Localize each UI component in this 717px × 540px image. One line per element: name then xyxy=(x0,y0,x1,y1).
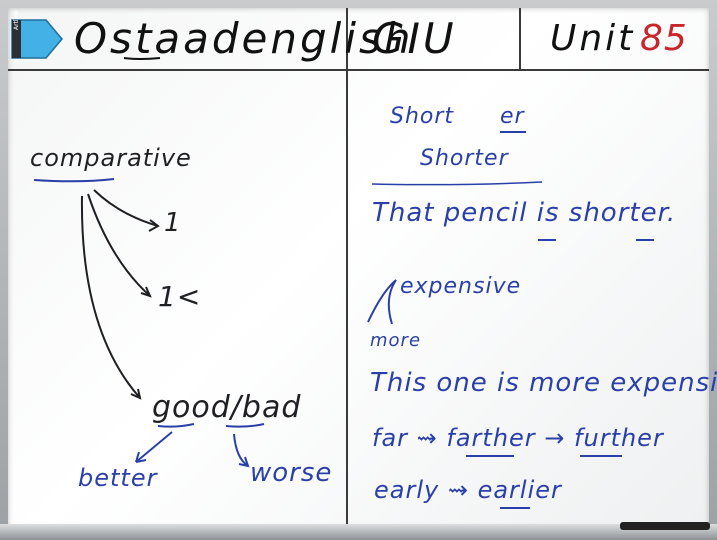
unit-label: Unit xyxy=(550,18,636,59)
irregular-good-bad: good/bad xyxy=(152,390,302,425)
brand-title: Ostaadenglish xyxy=(74,14,414,63)
marker-tray xyxy=(0,524,717,540)
eraser: Artline xyxy=(10,10,64,60)
early-comparison-line: early ⇝ earlier xyxy=(374,476,562,504)
header-divider xyxy=(8,69,709,71)
branch-more-syllables: 1< xyxy=(158,280,202,313)
rule-suffix-er: er xyxy=(500,104,525,129)
eraser-icon xyxy=(11,19,63,59)
word-expensive: expensive xyxy=(400,274,522,299)
rule-short: Short xyxy=(390,104,455,129)
far-comparison-line: far ⇝ farther → further xyxy=(372,424,664,452)
header-divider-right xyxy=(519,8,521,70)
unit-number: 85 xyxy=(640,18,688,59)
branch-one-syllable: 1 xyxy=(164,208,182,238)
example-sentence-2: This one is more expensive. xyxy=(370,368,717,398)
comparative-heading: comparative xyxy=(30,144,192,172)
worse-word: worse xyxy=(250,458,333,488)
example-sentence-1: That pencil is shorter. xyxy=(372,198,677,228)
marker-pen xyxy=(620,522,710,530)
rule-example-shorter: Shorter xyxy=(420,146,509,171)
word-more: more xyxy=(370,330,422,351)
school-name: GIU xyxy=(372,14,457,63)
better-word: better xyxy=(78,464,158,492)
center-divider xyxy=(346,8,348,524)
